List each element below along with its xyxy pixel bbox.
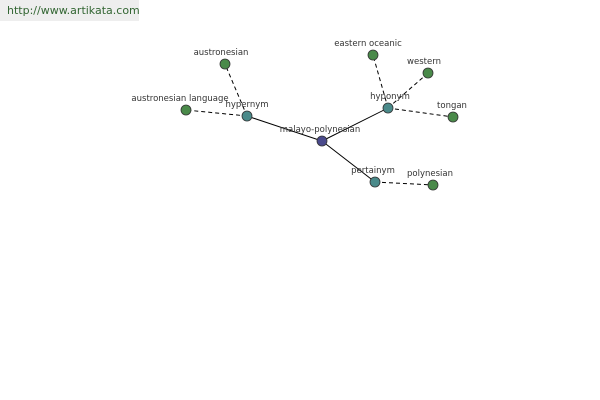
edge-eastern-oceanic — [372, 54, 389, 109]
edge-hypernym — [246, 115, 323, 142]
term-western-node[interactable] — [422, 67, 434, 79]
relation-pertainym-node[interactable] — [369, 176, 381, 188]
term-tongan-label[interactable]: tongan — [437, 101, 467, 111]
edge-hyponym — [321, 107, 389, 142]
term-austronesian-language-label[interactable]: austronesian language — [131, 94, 228, 104]
term-eastern-oceanic-label[interactable]: eastern oceanic — [334, 39, 402, 49]
term-tongan-node[interactable] — [447, 111, 459, 123]
term-austronesian-language-node[interactable] — [180, 104, 192, 116]
edge-austronesian — [224, 63, 248, 117]
edge-austronesian-language — [185, 109, 248, 117]
relation-hyponym-node[interactable] — [382, 102, 394, 114]
relation-pertainym-label[interactable]: pertainym — [351, 166, 395, 176]
term-eastern-oceanic-node[interactable] — [367, 49, 379, 61]
edge-polynesian — [374, 181, 434, 186]
term-austronesian-node[interactable] — [219, 58, 231, 70]
edge-western — [387, 72, 429, 109]
graph-labels: malayo-polynesian hypernym hyponym pertainy… — [131, 39, 467, 179]
term-western-label[interactable]: western — [407, 57, 441, 67]
center-term-label[interactable]: malayo-polynesian — [280, 125, 361, 135]
edge-tongan — [387, 107, 454, 118]
site-url-link[interactable]: http://www.artikata.com — [0, 0, 140, 21]
term-polynesian-node[interactable] — [427, 179, 439, 191]
edge-pertainym — [321, 140, 376, 183]
relation-hyponym-label[interactable]: hyponym — [370, 92, 410, 102]
graph-nodes — [180, 49, 459, 191]
term-polynesian-label[interactable]: polynesian — [407, 169, 453, 179]
center-term-node[interactable] — [316, 135, 328, 147]
relation-hypernym-label[interactable]: hypernym — [225, 100, 268, 110]
term-austronesian-label[interactable]: austronesian — [194, 48, 249, 58]
relation-hypernym-node[interactable] — [241, 110, 253, 122]
graph-edges — [185, 54, 454, 186]
